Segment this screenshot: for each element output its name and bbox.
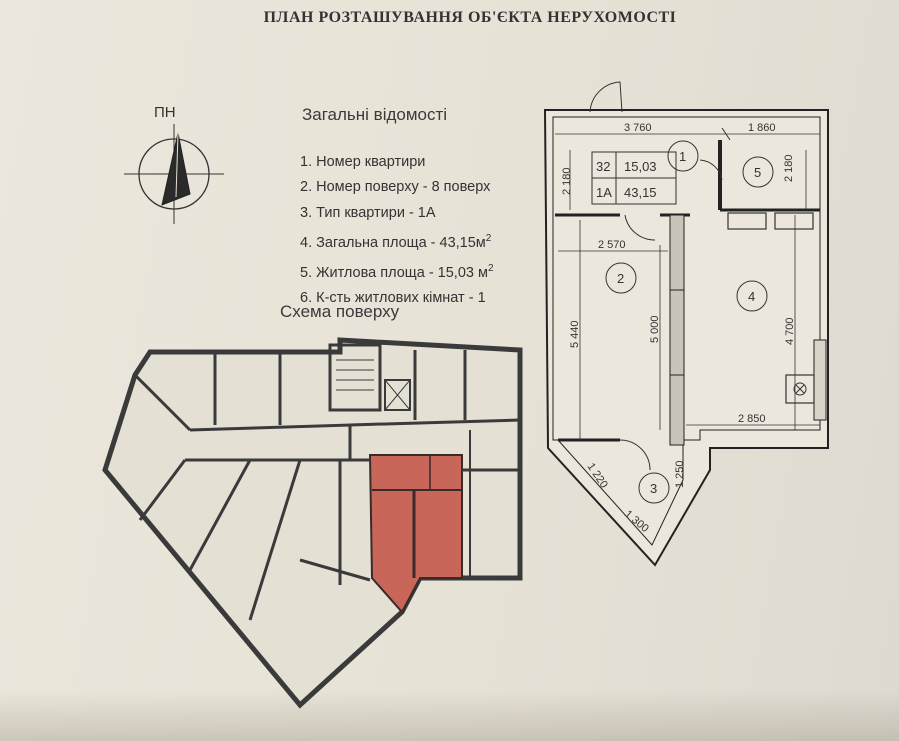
room-1-marker: 1 [667, 140, 699, 172]
apartment-number-cell: 32 [596, 159, 610, 174]
apartment-type-cell: 1А [596, 185, 612, 200]
dim-room4-height: 4 700 [784, 317, 796, 345]
info-item-room-count: 6. К-сть житлових кімнат - 1 [300, 290, 486, 307]
dim-right-upper: 2 180 [783, 154, 795, 182]
dim-room4-width: 2 850 [738, 413, 766, 425]
floor-scheme-heading: Схема поверху [280, 302, 400, 321]
dim-left-upper: 2 180 [561, 167, 573, 195]
info-item-apartment-type: 3. Тип квартири - 1А [300, 204, 436, 221]
floor-scheme-drawing [102, 337, 523, 709]
room-2-marker: 2 [605, 262, 637, 294]
dim-room2-width: 2 570 [598, 239, 626, 251]
total-area-cell: 43,15 [624, 185, 657, 200]
info-item-living-area: 5. Житлова площа - 15,03 м2 [300, 263, 494, 281]
compass-north-label: ПН [154, 104, 176, 121]
dim-top-left: 3 760 [624, 122, 652, 134]
info-item-floor-number: 2. Номер поверху - 8 поверх [300, 179, 491, 196]
general-info-heading: Загальні відомості [302, 105, 448, 124]
document-title: ПЛАН РОЗТАШУВАННЯ ОБ'ЄКТА НЕРУХОМОСТІ [263, 9, 677, 26]
dim-balcony-right: 1 250 [674, 460, 686, 488]
svg-text:3: 3 [650, 481, 657, 496]
dim-left-full: 5 440 [569, 320, 581, 348]
dim-room2-height: 5 000 [649, 315, 661, 343]
svg-text:1: 1 [679, 149, 686, 164]
living-area-cell: 15,03 [624, 159, 657, 174]
info-item-total-area: 4. Загальна площа - 43,15м2 [300, 232, 492, 251]
svg-text:4: 4 [748, 289, 755, 304]
highlighted-apartment [368, 454, 463, 614]
apartment-plan: 32 15,03 1А 43,15 1 5 2 4 3 3 760 1 860 … [543, 81, 829, 567]
dim-top-right: 1 860 [748, 122, 776, 134]
page-shadow [0, 690, 899, 741]
info-item-apartment-number: 1. Номер квартири [300, 154, 426, 170]
room-5-marker: 5 [742, 156, 774, 188]
room-4-marker: 4 [736, 280, 768, 312]
compass-icon [124, 124, 224, 224]
svg-text:2: 2 [617, 271, 624, 286]
general-info-list: 1. Номер квартири 2. Номер поверху - 8 п… [300, 150, 494, 311]
svg-text:5: 5 [754, 165, 761, 180]
room-3-marker: 3 [638, 472, 670, 504]
